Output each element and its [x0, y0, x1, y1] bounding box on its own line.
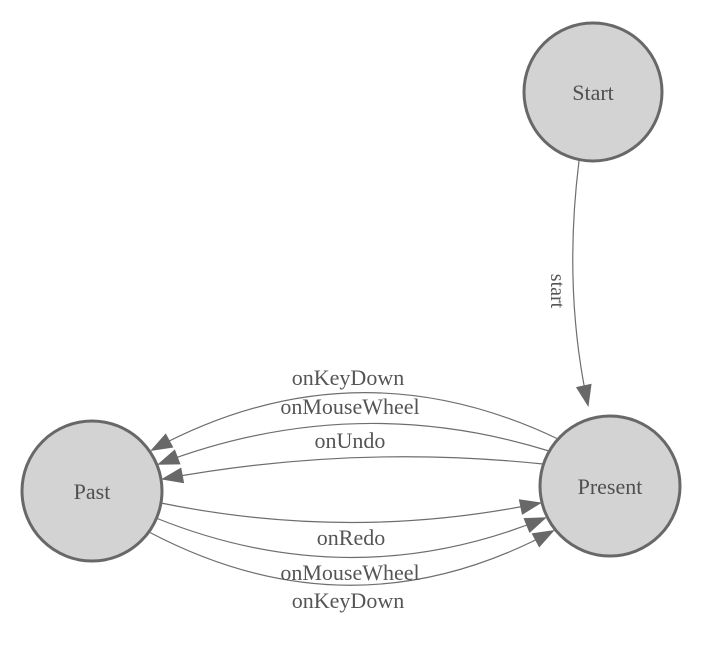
edge-present-to-past-onkeydown	[150, 392, 559, 451]
edge-label-onmousewheel-top: onMouseWheel	[280, 394, 419, 419]
edge-past-to-present-onmousewheel	[155, 517, 547, 559]
state-node-present	[538, 414, 682, 558]
state-node-past	[20, 419, 164, 563]
edge-start-to-present	[572, 160, 592, 407]
edge-label-start: start	[546, 274, 568, 309]
edge-past-to-present-onkeydown	[148, 530, 555, 586]
node-label-past: Past	[74, 479, 111, 504]
edge-label-onmousewheel-bottom: onMouseWheel	[280, 560, 419, 585]
edge-label-onredo: onRedo	[317, 525, 385, 550]
edge-label-onkeydown-bottom: onKeyDown	[292, 588, 404, 613]
edge-present-to-past-onundo	[161, 456, 544, 484]
edge-label-onkeydown-top: onKeyDown	[292, 365, 404, 390]
state-node-start	[522, 21, 664, 163]
node-label-present: Present	[578, 474, 643, 499]
edge-present-to-past-onmousewheel	[157, 422, 550, 465]
edge-label-onundo: onUndo	[315, 428, 386, 453]
edge-past-to-present-onredo	[160, 499, 542, 524]
node-label-start: Start	[572, 80, 614, 105]
